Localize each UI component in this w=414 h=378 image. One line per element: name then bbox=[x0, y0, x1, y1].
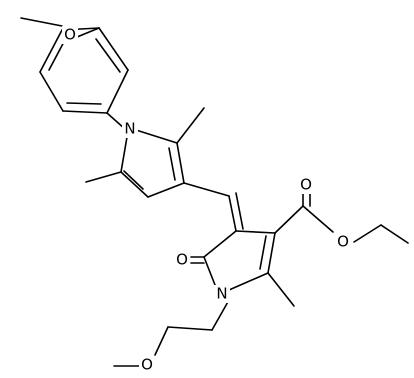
bond-n-ch2a bbox=[211, 299, 230, 331]
bond-c5-n bbox=[120, 136, 128, 173]
bond-c3-ch bbox=[183, 182, 230, 197]
bond-c2p-c3p-inner bbox=[259, 235, 267, 270]
bond-c3p-cester bbox=[274, 205, 304, 234]
atom-labels: O N O O O N O bbox=[62, 26, 351, 374]
bond-c5-methyl bbox=[85, 171, 122, 183]
oxygen-ester-ether-label: O bbox=[337, 233, 349, 251]
bond-c4p-c5p bbox=[203, 230, 237, 258]
bond-c2-c3 bbox=[176, 142, 185, 184]
bond-ch2a-ch2b bbox=[167, 326, 213, 331]
bond-c2p-c3p bbox=[267, 232, 276, 274]
bond-c3p-c4p bbox=[235, 230, 276, 234]
bond-n-c2p bbox=[228, 272, 269, 291]
bond-c2p-methyl bbox=[267, 272, 295, 307]
bonds bbox=[20, 17, 409, 367]
oxygen-methoxyethyl-label: O bbox=[141, 356, 153, 374]
bond-benz-1-inner bbox=[95, 38, 121, 73]
bond-c5p-n bbox=[203, 256, 218, 291]
oxygen-ketone-label: O bbox=[176, 251, 188, 269]
bond-benz-1 bbox=[98, 27, 129, 71]
bond-ch-c4p bbox=[228, 195, 237, 232]
bond-c4-c5-inner bbox=[123, 170, 144, 190]
bond-methyl-o-top bbox=[20, 17, 63, 27]
bond-c2-c3-inner bbox=[168, 147, 176, 181]
bond-c3-c4 bbox=[147, 182, 185, 198]
bond-ch2b-o bbox=[154, 326, 169, 356]
bond-benz-4 bbox=[39, 71, 64, 112]
bond-n-c2 bbox=[135, 129, 178, 144]
bond-c2-methyl bbox=[176, 107, 205, 144]
bond-cester-o-ether bbox=[302, 205, 334, 233]
bond-benz-5 bbox=[39, 29, 63, 73]
bond-ch-c4p-inner bbox=[235, 192, 244, 230]
bond-benz-3-inner bbox=[66, 102, 102, 105]
oxygen-ester-carbonyl-label: O bbox=[300, 176, 312, 194]
bond-ch2-ch3 bbox=[380, 224, 409, 244]
bond-c4-c5 bbox=[120, 171, 149, 198]
oxygen-methoxy-top-label: O bbox=[64, 26, 76, 44]
nitrogen-pyrrole-label: N bbox=[124, 120, 135, 138]
bond-o-ether-ch2 bbox=[353, 224, 382, 243]
bond-benz-2 bbox=[106, 69, 129, 114]
bond-o-top-ring bbox=[76, 27, 100, 38]
nitrogen-pyrrolinone-label: N bbox=[216, 285, 227, 303]
bond-benz-3 bbox=[62, 110, 108, 114]
